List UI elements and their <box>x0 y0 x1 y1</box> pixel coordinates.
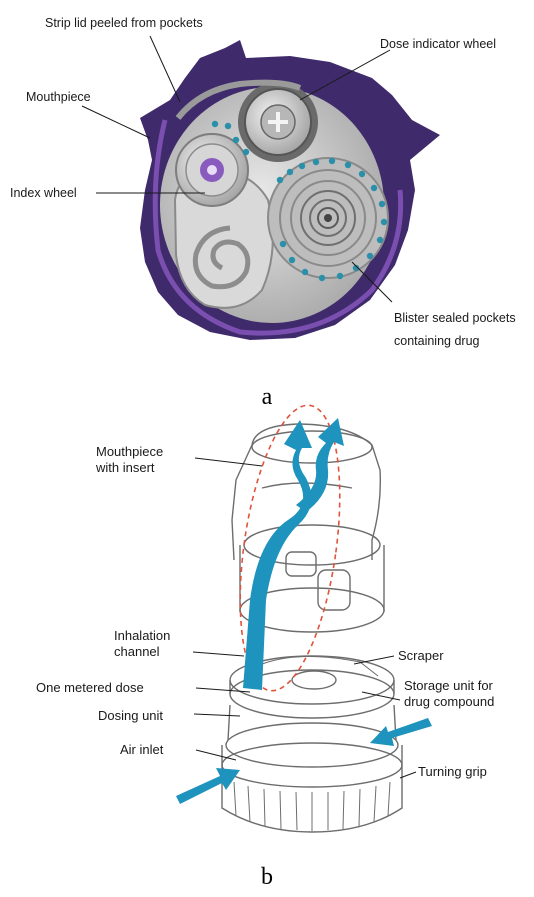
label-index-wheel: Index wheel <box>10 186 77 200</box>
index-wheel <box>176 134 248 206</box>
label-turning-grip: Turning grip <box>418 764 487 779</box>
label-strip-lid: Strip lid peeled from pockets <box>45 16 203 30</box>
caption-b: b <box>261 864 273 890</box>
label-dosing-unit: Dosing unit <box>98 708 163 723</box>
label-air-inlet: Air inlet <box>120 742 164 757</box>
label-storage-unit-line2: drug compound <box>404 694 494 709</box>
caption-a: a <box>262 384 273 410</box>
label-mouthpiece-a: Mouthpiece <box>26 90 91 104</box>
label-mouthpiece-with-insert-line2: with insert <box>95 460 155 475</box>
blister-pocket-coil <box>268 158 388 278</box>
label-storage-unit-line1: Storage unit for <box>404 678 494 693</box>
airflow-paths <box>176 418 432 804</box>
label-inhalation-channel-line2: channel <box>114 644 160 659</box>
label-mouthpiece-with-insert-line1: Mouthpiece <box>96 444 163 459</box>
label-blister-pockets-line1: Blister sealed pockets <box>394 311 516 325</box>
air-inlet-arrow-left <box>176 768 240 804</box>
label-one-metered-dose: One metered dose <box>36 680 144 695</box>
dose-indicator-wheel <box>238 82 318 162</box>
label-inhalation-channel-line1: Inhalation <box>114 628 170 643</box>
label-blister-pockets-line2: containing drug <box>394 334 480 348</box>
label-dose-indicator-wheel: Dose indicator wheel <box>380 37 496 51</box>
disk-inhaler-illustration <box>140 40 440 340</box>
label-scraper: Scraper <box>398 648 444 663</box>
